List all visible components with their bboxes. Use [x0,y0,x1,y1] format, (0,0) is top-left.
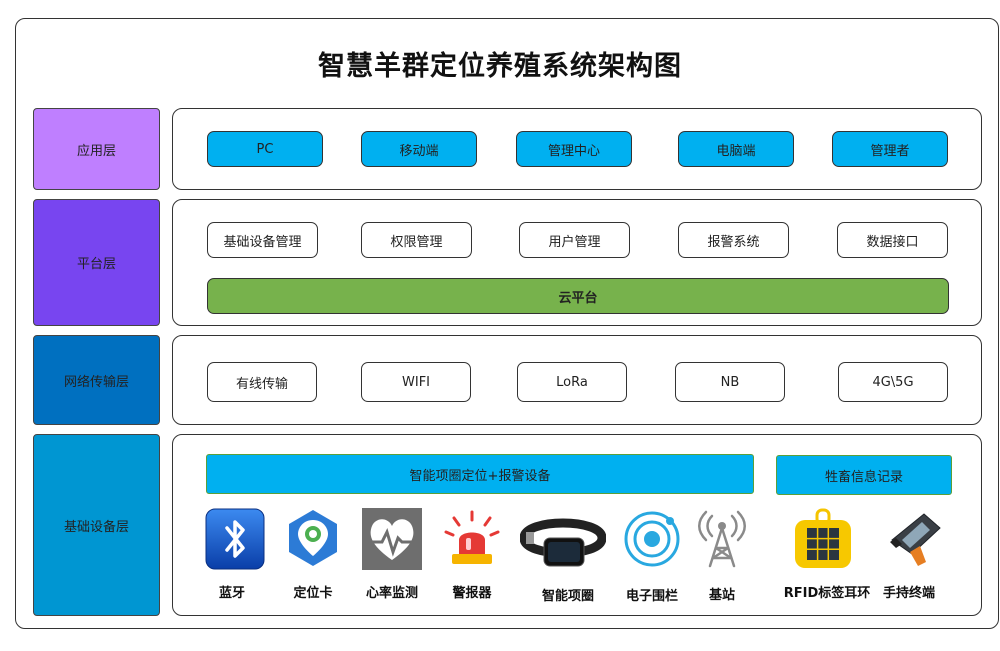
cloud-platform-bar: 云平台 [207,278,949,314]
rfid-ear-tag-icon [793,508,853,570]
platform-item-data-interface: 数据接口 [837,222,948,258]
network-item-nb: NB [675,362,785,402]
platform-item-user-management: 用户管理 [519,222,630,258]
collar-alarm-device-bar: 智能项圈定位+报警设备 [206,454,754,494]
device-label-location-card: 定位卡 [293,586,333,601]
layer-label-base: 基础设备层 [33,434,160,616]
diagram-frame [15,18,999,629]
app-item-pc: PC [207,131,323,167]
device-label-handheld-terminal: 手持终端 [882,586,936,601]
network-item-wifi: WIFI [361,362,471,402]
base-panel [172,434,982,616]
handheld-terminal-icon [886,508,946,570]
application-panel: PC 移动端 管理中心 电脑端 管理者 [172,108,982,190]
smart-collar-icon [520,508,606,570]
app-item-manager: 管理者 [832,131,948,167]
device-label-e-fence: 电子围栏 [625,589,679,604]
livestock-record-bar: 牲畜信息记录 [776,455,952,495]
device-label-heart-rate: 心率监测 [365,586,419,601]
app-item-computer: 电脑端 [678,131,794,167]
app-item-mobile: 移动端 [361,131,477,167]
network-panel: 有线传输 WIFI LoRa NB 4G\5G [172,335,982,425]
e-fence-icon [622,508,682,570]
platform-item-permission-management: 权限管理 [361,222,472,258]
alarm-light-icon [442,508,502,570]
platform-panel: 基础设备管理 权限管理 用户管理 报警系统 数据接口 云平台 [172,199,982,326]
network-item-4g5g: 4G\5G [838,362,948,402]
platform-item-device-management: 基础设备管理 [207,222,318,258]
device-label-base-station: 基站 [708,588,736,603]
bluetooth-icon [205,508,265,570]
device-label-bluetooth: 蓝牙 [218,586,246,601]
platform-item-alarm-system: 报警系统 [678,222,789,258]
heart-rate-icon [362,508,422,570]
app-item-management-center: 管理中心 [516,131,632,167]
network-item-lora: LoRa [517,362,627,402]
diagram-title: 智慧羊群定位养殖系统架构图 [318,51,682,82]
device-label-rfid-ear-tag: RFID标签耳环 [783,586,871,601]
layer-label-platform: 平台层 [33,199,160,326]
location-pin-icon [283,508,343,570]
device-label-alarm: 警报器 [452,586,492,601]
device-label-smart-collar: 智能项圈 [541,589,595,604]
base-station-icon [692,508,752,570]
network-item-wired: 有线传输 [207,362,317,402]
layer-label-application: 应用层 [33,108,160,190]
layer-label-network: 网络传输层 [33,335,160,425]
